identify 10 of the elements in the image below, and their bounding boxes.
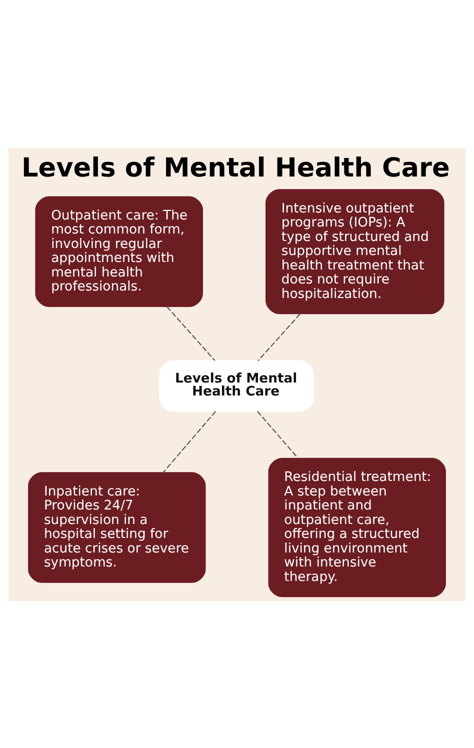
connector <box>166 306 216 360</box>
connector <box>257 410 298 458</box>
node-box: Residential treatment: A step between inpatient and outpatient care, offering a structured living environment with intensive therapy. <box>268 457 446 597</box>
node-box: Levels of Mental Health Care <box>159 360 314 412</box>
connector <box>258 312 301 361</box>
node-box: Intensive outpatient programs (IOPs): A type of structured and supportive mental health treatment that does not require hospitalization. <box>266 188 444 314</box>
diagram-title: Levels of Mental Health Care <box>21 153 450 184</box>
node-box: Outpatient care: The most common form, involving regular appointments with mental health professionals. <box>35 196 203 307</box>
connector <box>162 410 216 472</box>
node-box: Inpatient care: Provides 24/7 supervision in a hospital setting for acute crises or severe symptoms. <box>28 472 206 582</box>
